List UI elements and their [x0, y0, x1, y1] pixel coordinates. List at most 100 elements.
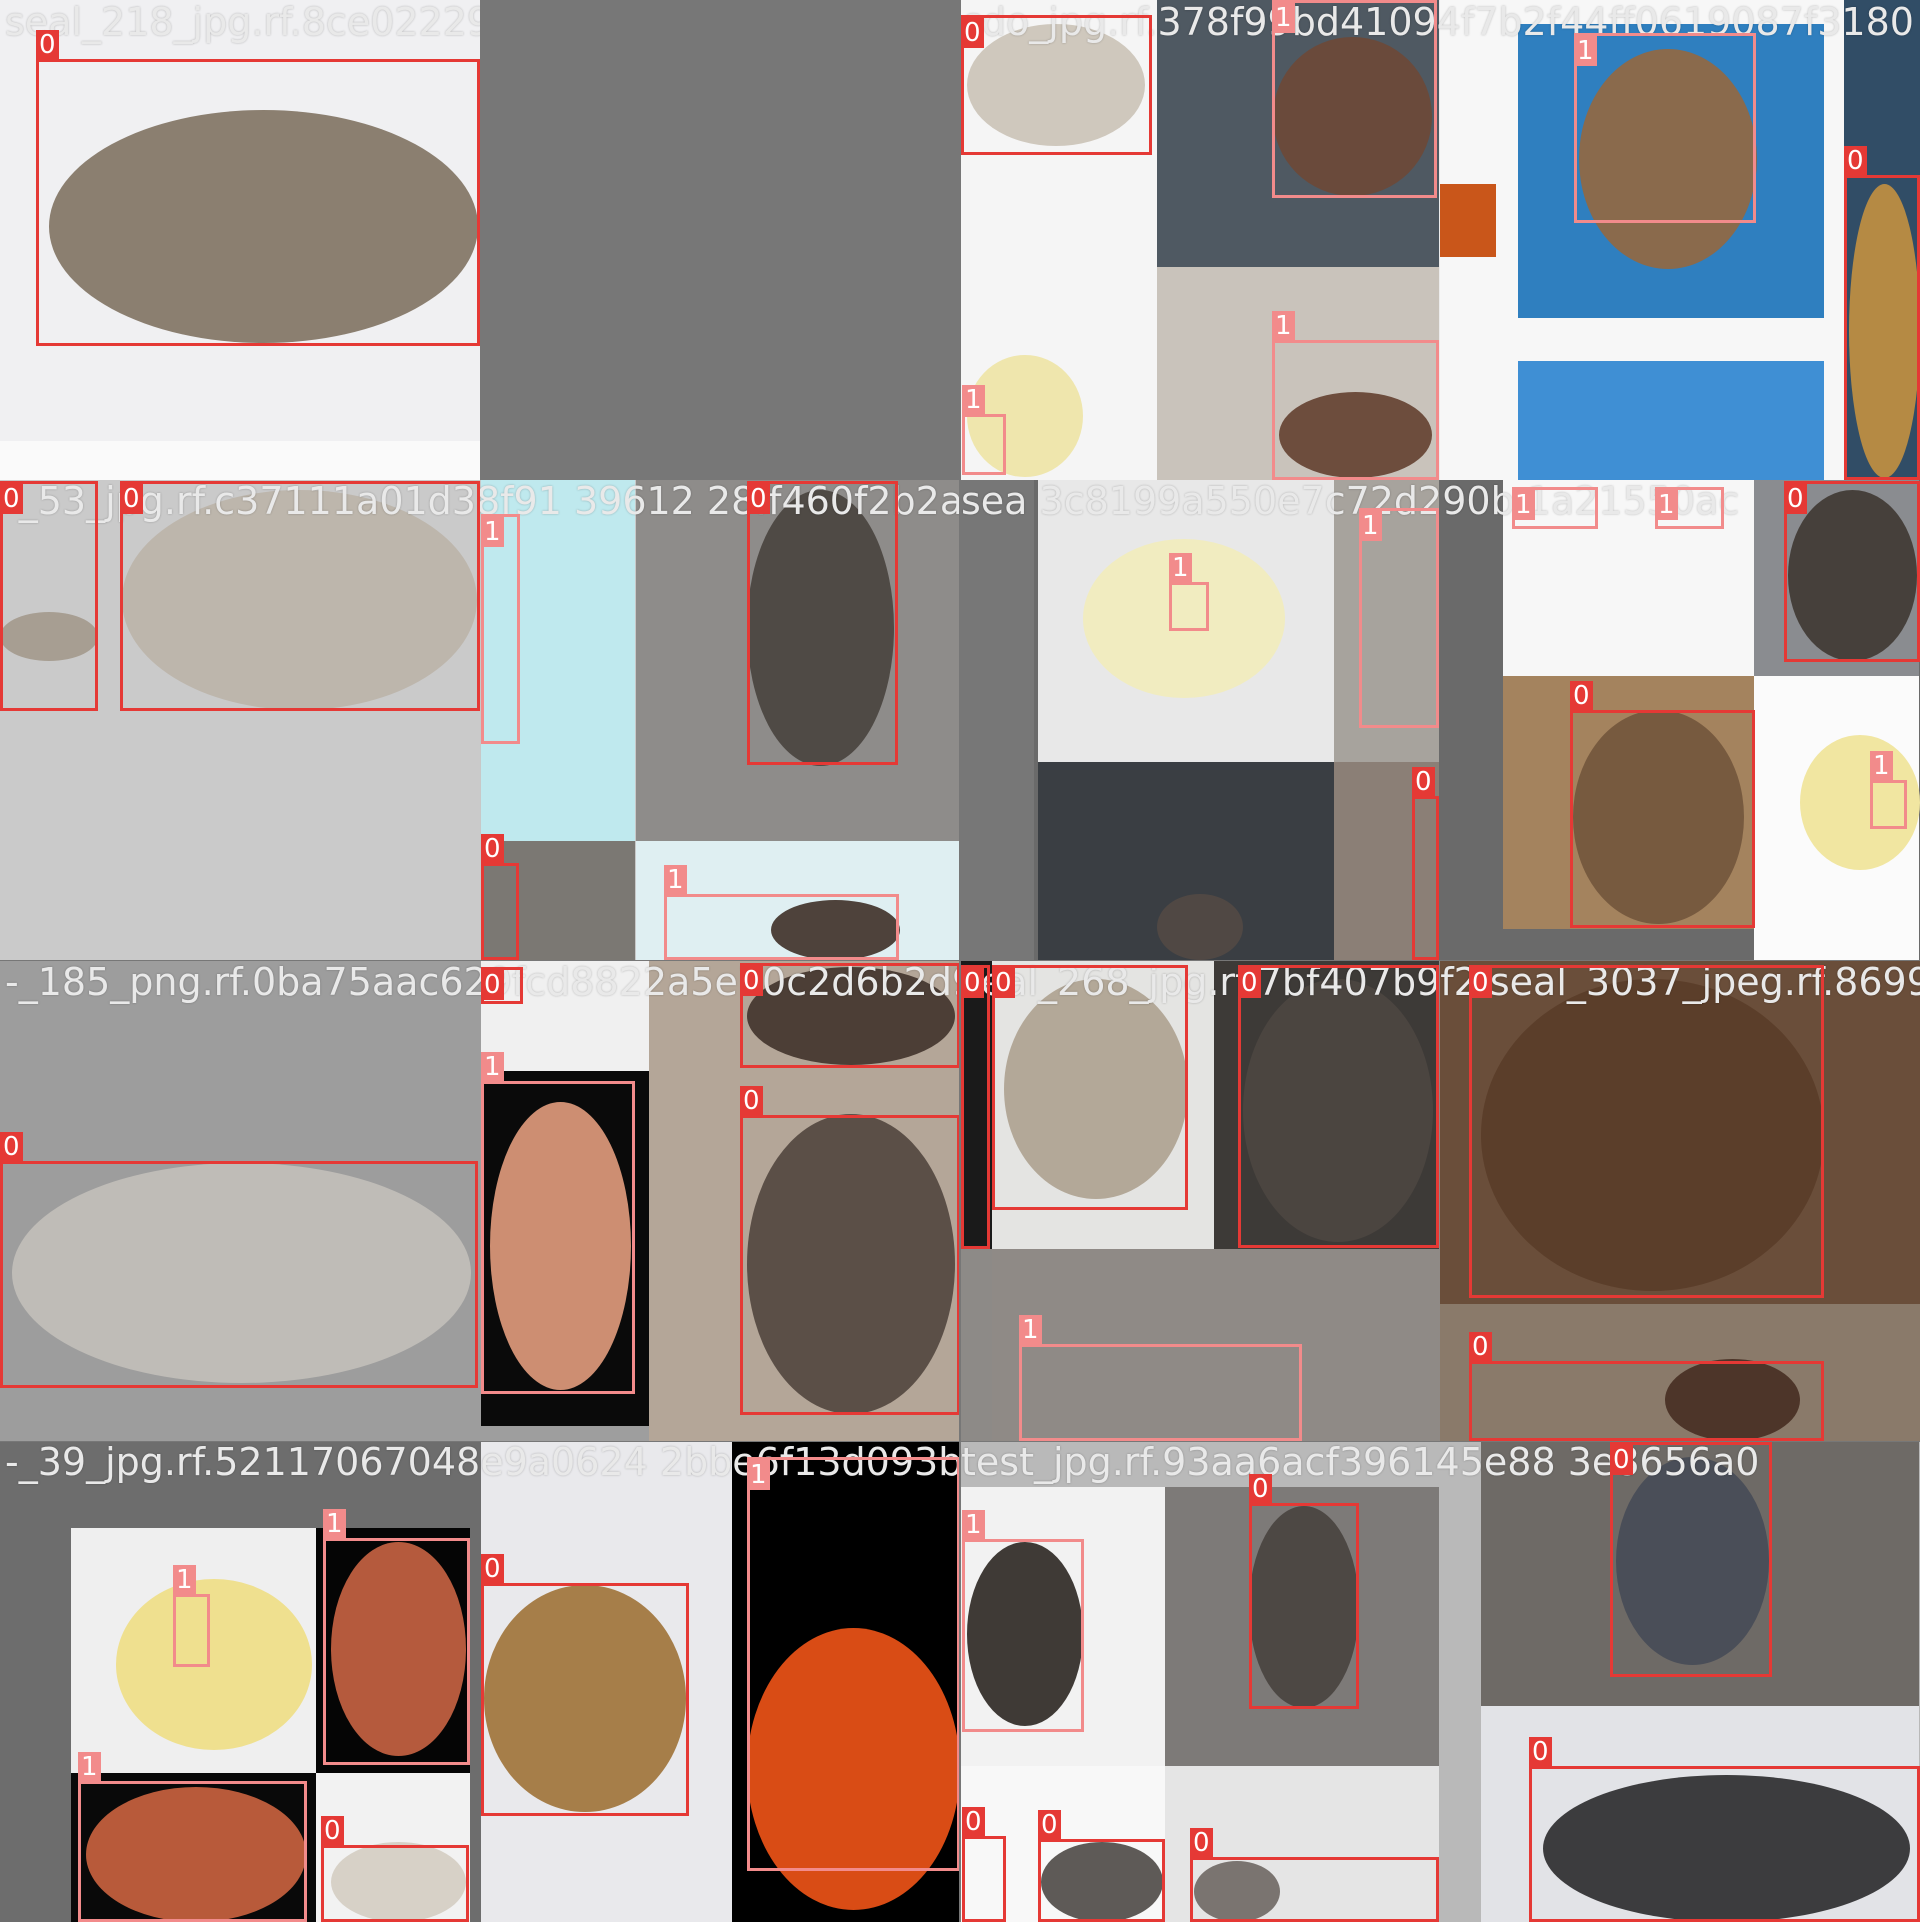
seal-figure [771, 900, 900, 960]
image-filename: seal_268_jpg.rf.7bf407b9f2 seal_3037_jpe… [961, 961, 1920, 1004]
seal-figure [490, 1102, 631, 1390]
bounding-box-class-0: 0 [0, 1132, 478, 1388]
bounding-box-class-0: 0 [120, 481, 480, 711]
mosaic-tile: -_53_jpg.rf.c37111a01d38f91 39612 28ff46… [0, 480, 959, 960]
class-label: 0 [481, 834, 504, 864]
bounding-box-class-1: 1 [1272, 311, 1439, 480]
class-label: 1 [664, 865, 687, 895]
class-label: 1 [1272, 311, 1295, 341]
bounding-box-class-0: 0 [1610, 1442, 1772, 1677]
bounding-box-class-0: 0 [0, 481, 98, 711]
mosaic-tile: cdo_jpg.rf.378f99bd41094f7b2f44ff0619087… [961, 0, 1920, 480]
mosaic-tile: seal_268_jpg.rf.7bf407b9f2 seal_3037_jpe… [961, 961, 1920, 1441]
class-label: 1 [1272, 3, 1295, 33]
class-label: 1 [323, 1509, 346, 1539]
class-label: 1 [481, 1052, 504, 1082]
bounding-box-class-1: 1 [481, 1052, 635, 1394]
bounding-box-class-0: 0 [740, 963, 959, 1068]
bounding-box-class-0: 0 [1844, 146, 1920, 480]
class-label: 0 [962, 1807, 985, 1837]
class-label: 0 [120, 484, 143, 514]
class-label: 1 [1359, 511, 1382, 541]
class-label: 0 [1844, 146, 1867, 176]
class-label: 0 [321, 1816, 344, 1846]
seal-figure [747, 490, 894, 766]
bounding-box-class-0: 0 [740, 1086, 959, 1415]
bounding-box-class-1: 1 [1272, 0, 1437, 198]
seal-figure [122, 490, 477, 710]
class-label: 1 [962, 385, 985, 415]
seal-figure [967, 1542, 1083, 1726]
seal-figure [1579, 49, 1757, 269]
bounding-box-class-0: 0 [1570, 681, 1755, 928]
bounding-box-class-1: 1 [1359, 508, 1439, 728]
class-label: 0 [740, 966, 763, 996]
bounding-box-class-0: 0 [481, 1554, 689, 1816]
bounding-box-class-0: 0 [1412, 767, 1439, 960]
bounding-box-class-0: 0 [1469, 1332, 1824, 1441]
bounding-box-class-1: 1 [962, 1510, 1084, 1732]
image-crop [0, 441, 480, 480]
seal-figure [747, 1628, 959, 1910]
bounding-box-class-1: 1 [1870, 751, 1907, 829]
seal-figure [331, 1542, 466, 1756]
bounding-box-class-0: 0 [962, 1807, 1006, 1922]
class-label: 0 [1038, 1810, 1061, 1840]
bounding-box-class-1: 1 [1169, 553, 1209, 631]
bounding-box-class-1: 1 [323, 1509, 470, 1765]
class-label: 0 [1784, 484, 1807, 514]
class-label: 0 [747, 484, 770, 514]
image-filename: seal_218_jpg.rf.8ce02229069e24f0fdd7bb76… [5, 0, 480, 44]
seal-figure [1481, 979, 1824, 1291]
seal-figure [1543, 1775, 1910, 1922]
class-label: 1 [1574, 36, 1597, 66]
seal-figure [12, 1163, 471, 1383]
seal-figure [1157, 894, 1243, 960]
seal-figure [86, 1787, 306, 1922]
class-label: 0 [1610, 1445, 1633, 1475]
seal-figure [1249, 1506, 1359, 1708]
image-crop [481, 841, 635, 960]
bounding-box-class-1: 1 [1019, 1315, 1302, 1441]
seal-figure [116, 1579, 312, 1750]
image-filename: sea 3c8199a550e7c72d290b 1a21550ac [961, 480, 1740, 523]
seal-figure [1279, 392, 1432, 478]
bounding-box-class-0: 0 [321, 1816, 469, 1922]
class-label: 0 [481, 1554, 504, 1584]
class-label: 0 [1190, 1828, 1213, 1858]
bounding-box-class-1: 1 [1574, 33, 1756, 223]
seal-figure [1004, 979, 1188, 1199]
class-label: 1 [1512, 490, 1535, 520]
class-label: 0 [1469, 968, 1492, 998]
bounding-box-class-0: 0 [481, 834, 519, 960]
bounding-box-class-1: 1 [747, 1457, 959, 1871]
image-filename: -_39_jpg.rf.52117067048e9a0624 2bbe6f13d… [5, 1442, 959, 1484]
class-label: 0 [1570, 681, 1593, 711]
class-label: 0 [1469, 1332, 1492, 1362]
seal-figure [967, 24, 1145, 146]
image-crop [481, 480, 635, 841]
image-crop [1334, 480, 1439, 762]
seal-figure [484, 1585, 686, 1812]
bounding-box-class-1: 1 [173, 1565, 210, 1667]
image-crop [961, 961, 992, 1249]
bounding-box-class-0: 0 [1249, 1474, 1359, 1709]
bounding-box-class-0: 0 [1529, 1737, 1920, 1922]
class-label: 1 [962, 1510, 985, 1540]
seal-figure [49, 110, 478, 343]
class-label: 0 [36, 30, 59, 60]
image-crop [961, 480, 1034, 960]
seal-figure [0, 612, 98, 661]
bounding-box-class-0: 0 [961, 965, 990, 1249]
bounding-box-class-1: 1 [481, 514, 520, 744]
class-label: 1 [747, 1460, 770, 1490]
bounding-box-class-0: 0 [1469, 965, 1824, 1298]
bounding-box-class-0: 0 [36, 30, 480, 346]
class-label: 0 [481, 970, 504, 1000]
bounding-box-class-1: 1 [78, 1752, 307, 1922]
class-label: 0 [1238, 968, 1261, 998]
class-label: 1 [173, 1565, 196, 1595]
class-label: 0 [1412, 767, 1435, 797]
